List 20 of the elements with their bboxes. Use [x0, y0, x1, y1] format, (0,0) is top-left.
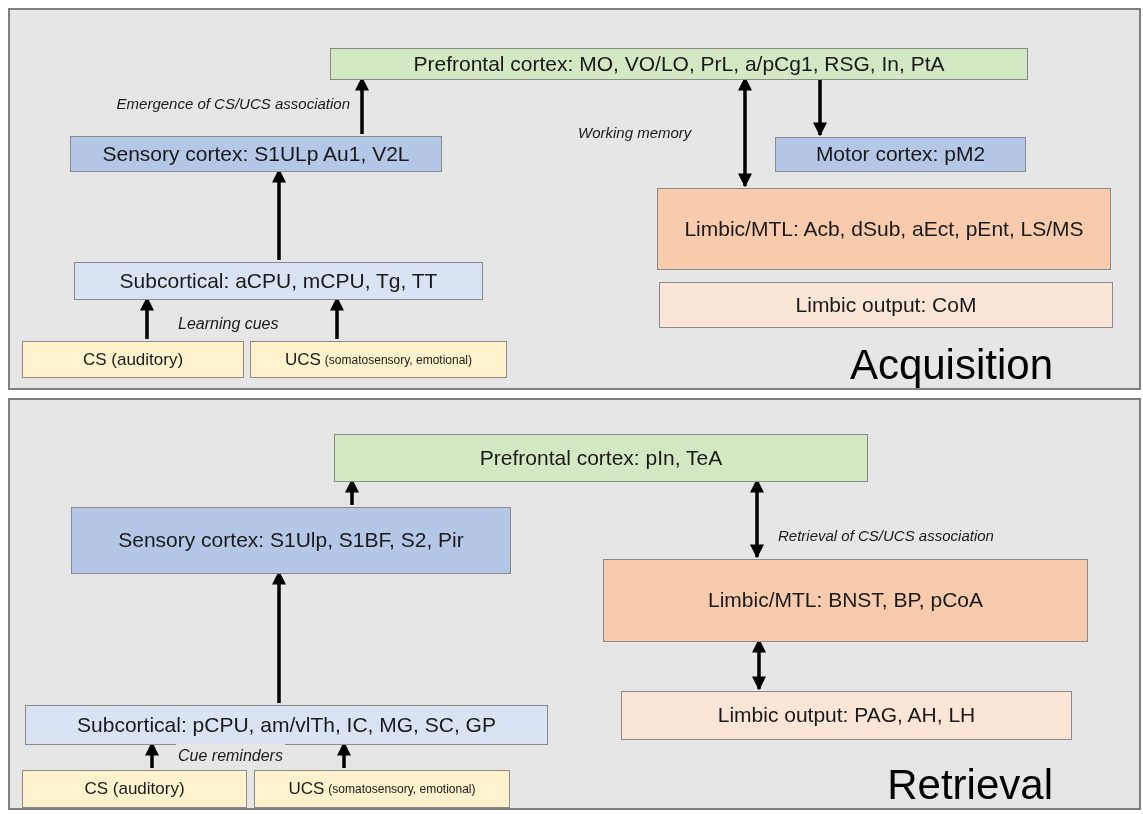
region-box: Sensory cortex: S1Ulp, S1BF, S2, Pir — [71, 507, 511, 574]
region-box: CS (auditory) — [22, 341, 244, 378]
region-box: Subcortical: pCPU, am/vlTh, IC, MG, SC, GP — [25, 705, 548, 745]
panel-title: Retrieval — [887, 764, 1053, 806]
region-box: CS (auditory) — [22, 770, 247, 808]
region-box: Sensory cortex: S1ULp Au1, V2L — [70, 136, 442, 172]
region-box: UCS (somatosensory, emotional) — [254, 770, 510, 808]
panel — [8, 398, 1141, 810]
panel-title: Acquisition — [849, 344, 1053, 386]
region-box: Prefrontal cortex: MO, VO/LO, PrL, a/pCg1, RSG, In, PtA — [330, 48, 1028, 80]
arrow — [813, 78, 827, 137]
region-box: Limbic/MTL: Acb, dSub, aEct, pEnt, LS/MS — [657, 188, 1111, 270]
panel — [8, 8, 1141, 390]
region-box: Motor cortex: pM2 — [775, 137, 1026, 172]
region-box: Limbic output: CoM — [659, 282, 1113, 328]
region-box: Limbic output: PAG, AH, LH — [621, 691, 1072, 740]
region-box: Subcortical: aCPU, mCPU, Tg, TT — [74, 262, 483, 300]
region-box: UCS (somatosensory, emotional) — [250, 341, 507, 378]
region-box: Prefrontal cortex: pIn, TeA — [334, 434, 868, 482]
region-box: Limbic/MTL: BNST, BP, pCoA — [603, 559, 1088, 642]
